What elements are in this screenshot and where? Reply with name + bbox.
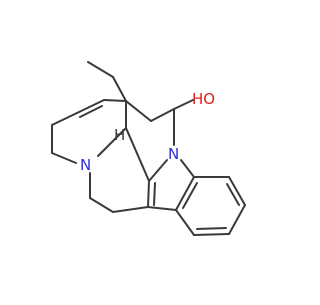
bond-n-c7a xyxy=(180,159,195,178)
bond-alkene-double-b xyxy=(79,105,103,118)
bond-ring-n xyxy=(51,152,77,164)
molecule-structure: HO N N H xyxy=(51,61,246,236)
bond-c5-c4-a xyxy=(193,233,230,236)
bond-c6-c5 xyxy=(228,204,246,235)
bond-ethyl-ch2 xyxy=(112,76,127,102)
bond-ch2-coh xyxy=(150,108,175,122)
bond-coh-o xyxy=(173,99,194,110)
bond-c7-c6-a xyxy=(228,176,246,206)
bond-c2-c3-b xyxy=(153,182,156,206)
bond-ch2-ch2 xyxy=(89,197,114,213)
bond-ch2-indole xyxy=(112,206,149,213)
bond-n-c2 xyxy=(148,159,168,182)
bond-ch-n xyxy=(97,127,127,157)
bond-c4-c3a xyxy=(175,209,195,236)
bond-c3a-c7a-inner xyxy=(182,182,198,209)
bond-c3-c3a xyxy=(147,206,177,211)
label-nitrogen-indole: N xyxy=(168,145,179,163)
bond-c2-c3-a xyxy=(147,180,150,208)
label-hydroxyl: HO xyxy=(192,90,215,108)
bond-c7-c6-b xyxy=(226,183,240,206)
bond-cq-alkene xyxy=(103,99,127,102)
structure-canvas: HO N N H xyxy=(51,61,246,236)
bond-c7a-c3a xyxy=(175,176,195,211)
bond-ethyl-ch3 xyxy=(87,61,114,78)
label-nitrogen-amine: N xyxy=(80,156,91,174)
label-stereo-hydrogen: H xyxy=(114,126,125,144)
bond-alkene-ch2 xyxy=(51,112,78,126)
bond-lines xyxy=(51,61,246,236)
bond-c5-c4-b xyxy=(196,227,227,230)
bond-ch-indole xyxy=(125,127,150,182)
bond-cq-ch2 xyxy=(125,100,152,122)
bond-alkene-double-a xyxy=(76,99,105,114)
